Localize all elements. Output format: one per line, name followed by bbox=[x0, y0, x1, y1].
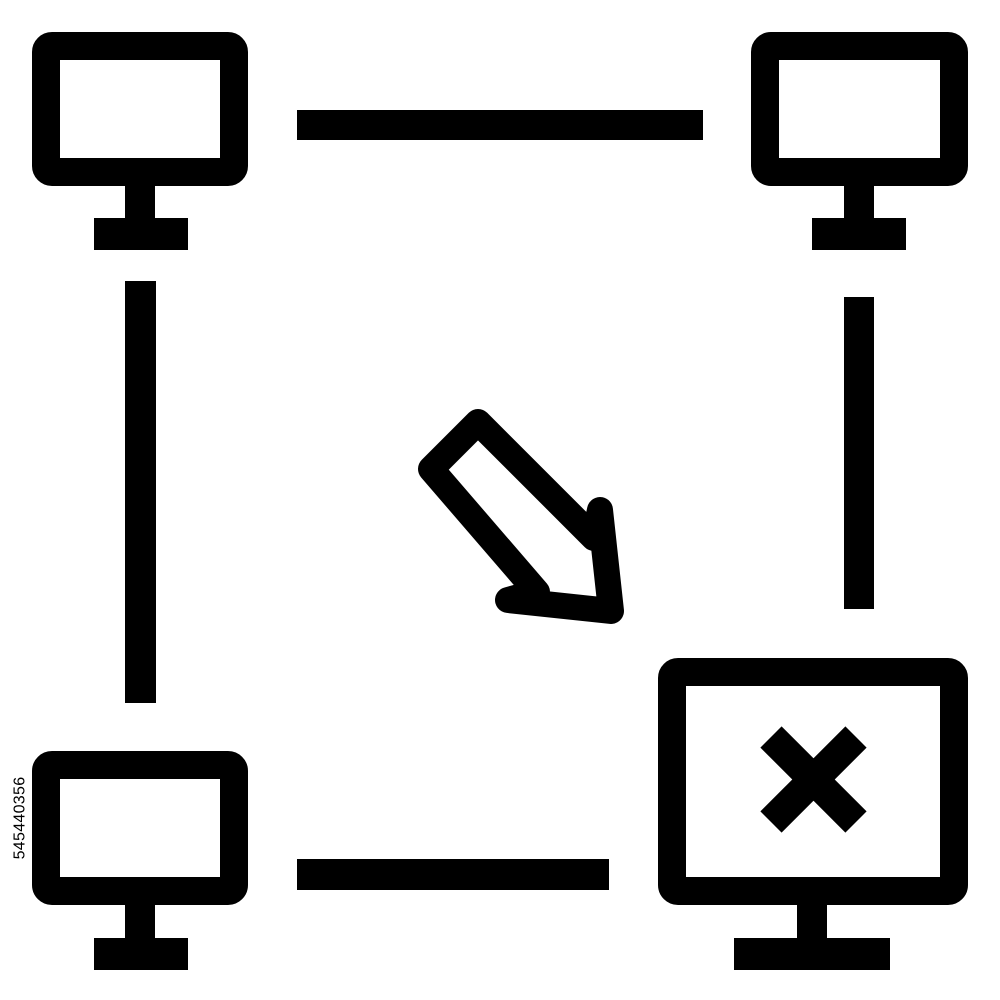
stock-id-watermark: 545440356 bbox=[2, 758, 38, 878]
monitor-error-icon bbox=[658, 658, 968, 970]
monitor-icon-top-right bbox=[751, 32, 968, 250]
arrow-down-right-icon bbox=[418, 409, 624, 624]
close-icon bbox=[760, 726, 867, 833]
network-links bbox=[125, 110, 874, 890]
link-bottom bbox=[297, 859, 609, 890]
stock-id-text: 545440356 bbox=[11, 776, 29, 860]
link-left bbox=[125, 281, 156, 703]
link-right bbox=[844, 297, 874, 609]
monitor-icon-top-left bbox=[32, 32, 248, 250]
monitor-icon-bottom-left bbox=[32, 751, 248, 970]
link-top bbox=[297, 110, 703, 140]
